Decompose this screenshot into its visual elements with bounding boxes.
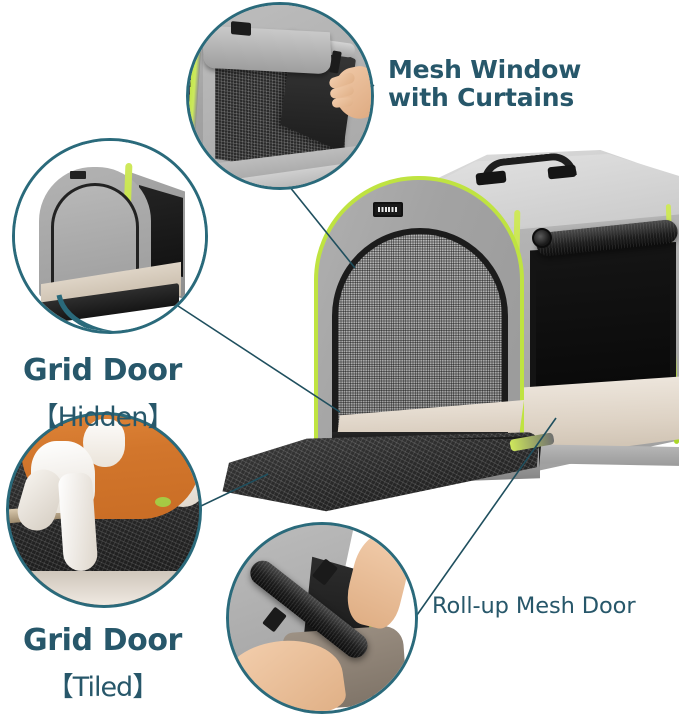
label-mesh-window: Mesh Window with Curtains — [388, 55, 582, 112]
brand-label-tag — [373, 202, 403, 217]
mini-front-door — [51, 183, 139, 287]
crate-base-edge-rear — [516, 444, 679, 466]
product-illustration — [218, 150, 679, 540]
callout-photo-grid-door-tiled — [6, 412, 202, 608]
velcro-tab — [231, 21, 251, 36]
mini-brand-tag — [70, 171, 86, 179]
curved-arrow-icon — [56, 294, 166, 331]
label-grid-door-tiled: Grid Door 【Tiled】 — [0, 606, 205, 722]
curtain-flap — [201, 25, 333, 75]
rolled-mesh-door-end — [532, 228, 552, 248]
label-roll-up-mesh-door: Roll-up Mesh Door — [432, 593, 636, 619]
callout-photo-mesh-window — [186, 2, 374, 190]
label-grid-door-hidden-sub: 【Hidden】 — [31, 402, 175, 434]
callout-photo-roll-up-mesh-door — [226, 522, 418, 714]
callout-photo-grid-door-hidden — [12, 138, 208, 334]
label-grid-door-tiled-sub: 【Tiled】 — [46, 672, 159, 704]
label-grid-door-hidden-main: Grid Door — [23, 352, 182, 388]
label-grid-door-hidden: Grid Door 【Hidden】 — [0, 336, 205, 452]
cat-leg — [57, 471, 99, 573]
label-grid-door-tiled-main: Grid Door — [23, 622, 182, 658]
